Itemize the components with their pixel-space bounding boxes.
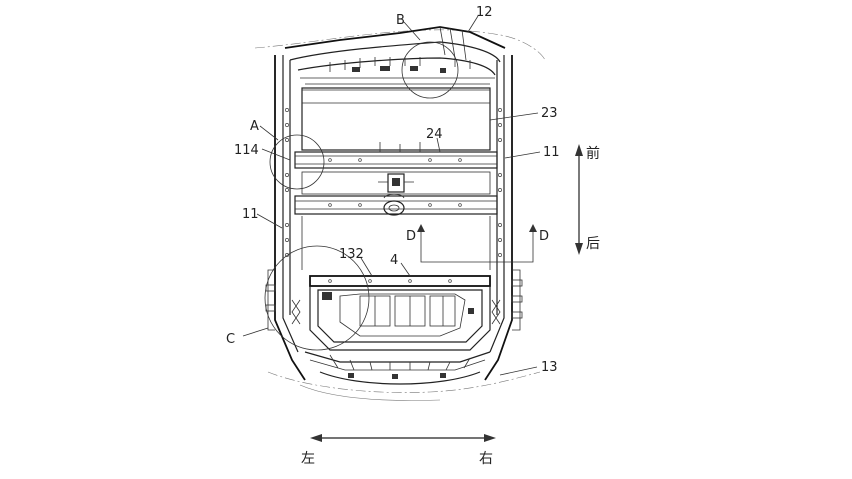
label-a: A <box>250 119 259 134</box>
label-114: 114 <box>234 143 259 158</box>
section-line-d <box>417 224 537 263</box>
reference-labels: B 12 23 24 A 114 11 11 D D 132 4 C 13 <box>226 5 560 375</box>
left-right-arrow <box>310 434 496 442</box>
detail-circle-c <box>264 245 370 351</box>
detail-circle-a <box>269 134 325 190</box>
label-13: 13 <box>541 360 558 375</box>
label-d-right: D <box>539 229 549 244</box>
detail-circles <box>264 41 459 351</box>
label-d-left: D <box>406 229 416 244</box>
leader-lines <box>242 15 541 376</box>
vehicle-outline-curves <box>254 29 546 401</box>
label-132: 132 <box>339 247 364 262</box>
label-11-left: 11 <box>242 207 259 222</box>
label-24: 24 <box>426 127 443 142</box>
label-23: 23 <box>541 106 558 121</box>
label-12: 12 <box>476 5 493 20</box>
front-rear-arrow <box>575 144 583 255</box>
direction-rear: 后 <box>586 236 600 252</box>
rivet-holes <box>285 108 502 283</box>
label-b: B <box>396 13 405 28</box>
direction-left: 左 <box>301 451 315 467</box>
frame-structure <box>265 26 523 385</box>
label-11-right: 11 <box>543 145 560 160</box>
label-c: C <box>226 332 235 347</box>
direction-right: 右 <box>479 451 493 467</box>
direction-labels: 前 后 左 右 <box>301 145 600 467</box>
label-4: 4 <box>390 253 398 268</box>
direction-front: 前 <box>586 145 600 162</box>
detail-circle-b <box>401 41 459 99</box>
